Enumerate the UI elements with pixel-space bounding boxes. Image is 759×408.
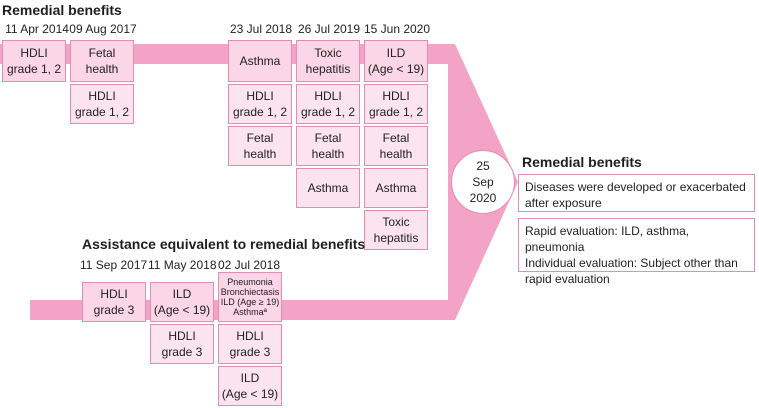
bottom-c2-hdli-grade-3: HDLI grade 3 [150,324,214,364]
top-date-5: 15 Jun 2020 [363,22,431,36]
result-box-evaluation: Rapid evaluation: ILD, asthma, pneumonia… [518,218,755,286]
top-c5-ild-under-19: ILD (Age < 19) [364,40,428,82]
bottom-date-1: 11 Sep 2017 [80,258,148,272]
bottom-c3-ild-under-19: ILD (Age < 19) [218,366,282,406]
bottom-c2-ild-under-19: ILD (Age < 19) [150,282,214,322]
bottom-c3-hdli-grade-3: HDLI grade 3 [218,324,282,364]
top-c4-asthma: Asthma [296,168,360,208]
top-date-1: 11 Apr 2014 [5,22,69,36]
top-c4-fetal-health: Fetal health [296,126,360,166]
top-section-title: Remedial benefits [2,2,122,18]
top-c4-hdli-grade-1-2: HDLI grade 1, 2 [296,84,360,124]
merge-date-circle: 25 Sep 2020 [451,150,515,214]
top-c2-fetal-health: Fetal health [70,40,134,82]
flow-band [0,44,518,320]
top-c5-fetal-health: Fetal health [364,126,428,166]
top-date-2: 09 Aug 2017 [69,22,137,36]
top-c5-asthma: Asthma [364,168,428,208]
bottom-c3-multi-disease: Pneumonia Bronchiectasis ILD (Age ≥ 19) … [218,272,282,322]
top-c3-hdli-grade-1-2: HDLI grade 1, 2 [228,84,292,124]
result-title: Remedial benefits [522,154,642,170]
result-box-criteria: Diseases were developed or exacerbated a… [518,174,755,212]
top-c3-fetal-health: Fetal health [228,126,292,166]
bottom-date-2: 11 May 2018 [148,258,217,272]
top-c4-toxic-hepatitis: Toxic hepatitis [296,40,360,82]
top-date-4: 26 Jul 2019 [297,22,361,36]
top-c2-hdli-grade-1-2: HDLI grade 1, 2 [70,84,134,124]
top-c5-toxic-hepatitis: Toxic hepatitis [364,210,428,250]
top-c1-hdli-grade-1-2: HDLI grade 1, 2 [2,40,66,82]
bottom-section-title: Assistance equivalent to remedial benefi… [82,236,366,252]
top-c5-hdli-grade-1-2: HDLI grade 1, 2 [364,84,428,124]
top-date-3: 23 Jul 2018 [229,22,293,36]
bottom-c1-hdli-grade-3: HDLI grade 3 [82,282,146,322]
top-c3-asthma: Asthma [228,40,292,82]
bottom-date-3: 02 Jul 2018 [217,258,281,272]
